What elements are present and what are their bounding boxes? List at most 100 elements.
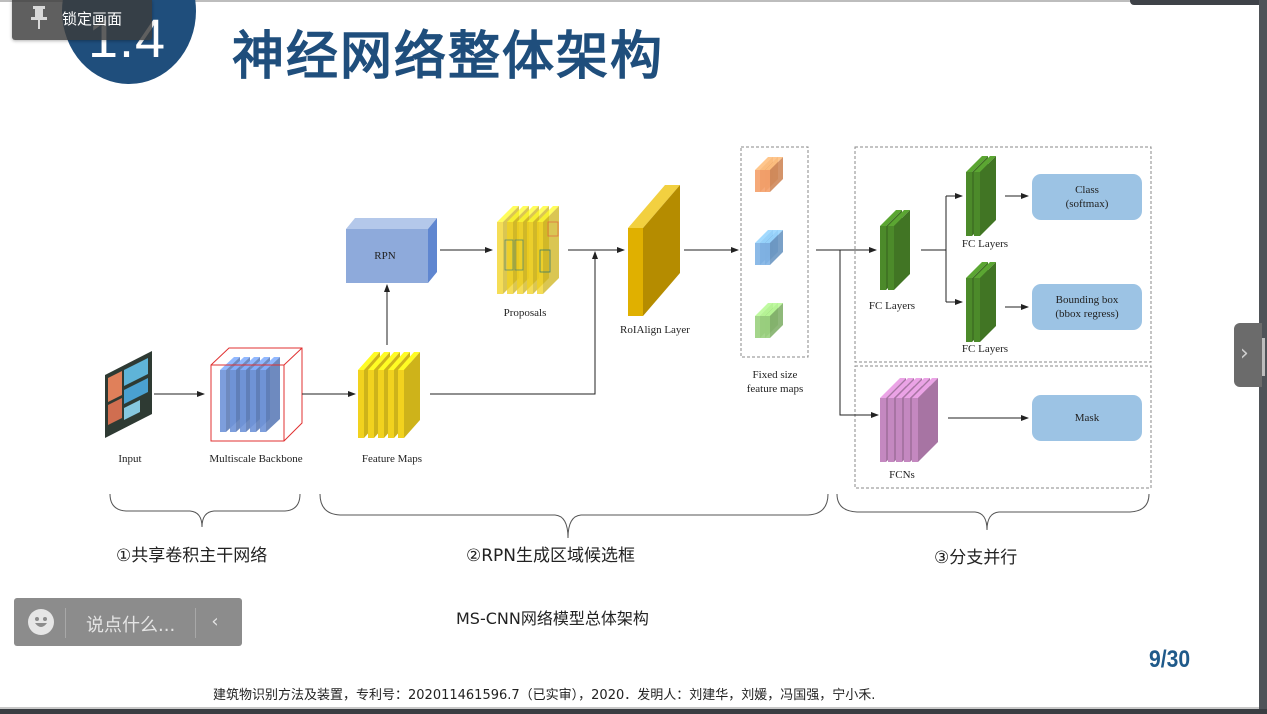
backbone-slab-top: [260, 357, 280, 370]
fixed-map-blue: [760, 243, 765, 265]
section-label-rpn: ②RPN生成区域候选框: [466, 546, 636, 566]
fixed-map-orange: [760, 170, 765, 192]
backbone-slab: [230, 370, 236, 432]
fixed-map-blue-side: [770, 230, 783, 265]
fc-main-slab-top: [880, 210, 902, 226]
fc-bottom-slab-side: [980, 262, 996, 342]
backbone-slab-side: [266, 357, 280, 432]
fixed-map-green-top: [760, 303, 778, 316]
chevron-right-icon: ›: [1240, 341, 1249, 366]
fc-main-slab-side: [894, 210, 910, 290]
class-label: Class: [1075, 184, 1099, 196]
fixed-map-green: [755, 316, 760, 338]
slide-bottom-border: [0, 707, 1259, 709]
fixed-map-orange: [755, 170, 760, 192]
fixed-map-blue-top: [760, 230, 778, 243]
fc-top-slab-top: [974, 156, 996, 172]
proposal-box: [514, 239, 524, 271]
proposal-slab-top: [517, 206, 539, 222]
fc-bottom-slab: [966, 278, 972, 342]
proposals-label: Proposals: [503, 307, 547, 319]
backbone-slab: [240, 370, 246, 432]
rpn-block: [346, 218, 437, 283]
feature-map-slab-top: [398, 352, 420, 370]
backbone-slab: [250, 370, 256, 432]
slide-title: 神经网络整体架构: [232, 27, 665, 87]
fcn-slab: [896, 398, 902, 462]
proposal-slab: [527, 222, 533, 294]
fixed-size-label-line2: feature maps: [746, 383, 804, 395]
proposal-box: [547, 221, 559, 237]
fixed-map-orange-side: [770, 157, 783, 192]
bbox-sublabel: (bbox regress): [1055, 308, 1119, 320]
fc-main-slab-top: [888, 210, 910, 226]
fcn-slab: [912, 398, 918, 462]
section-label-branches: ③分支并行: [934, 548, 1018, 568]
fixed-map-green: [765, 316, 770, 338]
next-slide-button[interactable]: ›: [1234, 323, 1262, 387]
chat-input[interactable]: 说点什么...: [86, 615, 176, 636]
connection-arrows: [154, 193, 1029, 421]
proposal-slab: [497, 222, 503, 294]
fixed-map-blue: [755, 243, 760, 265]
brace-2: [319, 493, 829, 539]
feature-map-slab-side: [404, 352, 420, 438]
fc-bottom-slab: [974, 278, 980, 342]
section-braces: [109, 493, 1150, 539]
feature-maps-layers: [358, 352, 420, 438]
fixed-size-group-border: [740, 146, 809, 358]
fixed-size-label-line1: Fixed size: [752, 369, 798, 381]
lock-screen-button[interactable]: 锁定画面: [12, 0, 152, 40]
class-sublabel: (softmax): [1065, 198, 1109, 210]
fc-main-slab: [880, 226, 886, 290]
fc-top-slab: [974, 172, 980, 236]
fcns-label: FCNs: [889, 469, 915, 481]
input-label: Input: [118, 453, 142, 465]
feature-map-slab-top: [388, 352, 410, 370]
fc-bottom-slab-top: [974, 262, 996, 278]
fcn-slab: [888, 398, 894, 462]
fc-layers-top-label: FC Layers: [961, 238, 1009, 250]
fcn-slab: [904, 398, 910, 462]
fixed-map-orange-top: [765, 157, 783, 170]
fixed-map-green-side: [770, 303, 783, 338]
backbone-slab: [260, 370, 266, 432]
mask-branch-border: [854, 365, 1152, 489]
proposal-box: [504, 239, 514, 271]
feature-map-slab: [398, 370, 404, 438]
window-top-handle: [1130, 0, 1267, 5]
roialign-label: RoIAlign Layer: [620, 324, 690, 336]
fc-layers-main-label: FC Layers: [868, 300, 916, 312]
feature-map-slab: [358, 370, 364, 438]
fixed-map-blue-top: [765, 230, 783, 243]
bbox-label: Bounding box: [1055, 294, 1119, 306]
collapse-chat-button[interactable]: ‹: [211, 611, 219, 632]
feature-map-slab: [378, 370, 384, 438]
fc-branch-border: [854, 146, 1152, 363]
proposals-layers: [497, 206, 559, 294]
proposal-slab-top: [497, 206, 519, 222]
figure-caption: MS-CNN网络模型总体架构: [456, 609, 649, 628]
fc-top-slab-side: [980, 156, 996, 236]
fc-layers-bottom-label: FC Layers: [961, 343, 1009, 355]
fcn-slab: [880, 398, 886, 462]
class-output-box: Class (softmax): [1032, 174, 1142, 220]
backbone-slab-top: [240, 357, 260, 370]
scrollbar-thumb[interactable]: [1262, 338, 1265, 376]
backbone-label: Multiscale Backbone: [209, 453, 303, 465]
emoji-icon[interactable]: [28, 609, 54, 635]
rpn-label: RPN: [374, 250, 396, 262]
brace-1: [109, 493, 301, 528]
bbox-output-box: Bounding box (bbox regress): [1032, 284, 1142, 330]
mask-label: Mask: [1074, 412, 1100, 424]
fixed-map-orange-top: [760, 157, 778, 170]
page-indicator: 9/30: [1149, 646, 1191, 673]
chat-divider: [65, 608, 66, 638]
feature-map-slab: [388, 370, 394, 438]
backbone-slab: [220, 370, 226, 432]
fixed-map-green-top: [755, 303, 773, 316]
feature-map-slab: [368, 370, 374, 438]
fcn-slab-top: [912, 378, 938, 398]
feature-map-slab-top: [358, 352, 380, 370]
